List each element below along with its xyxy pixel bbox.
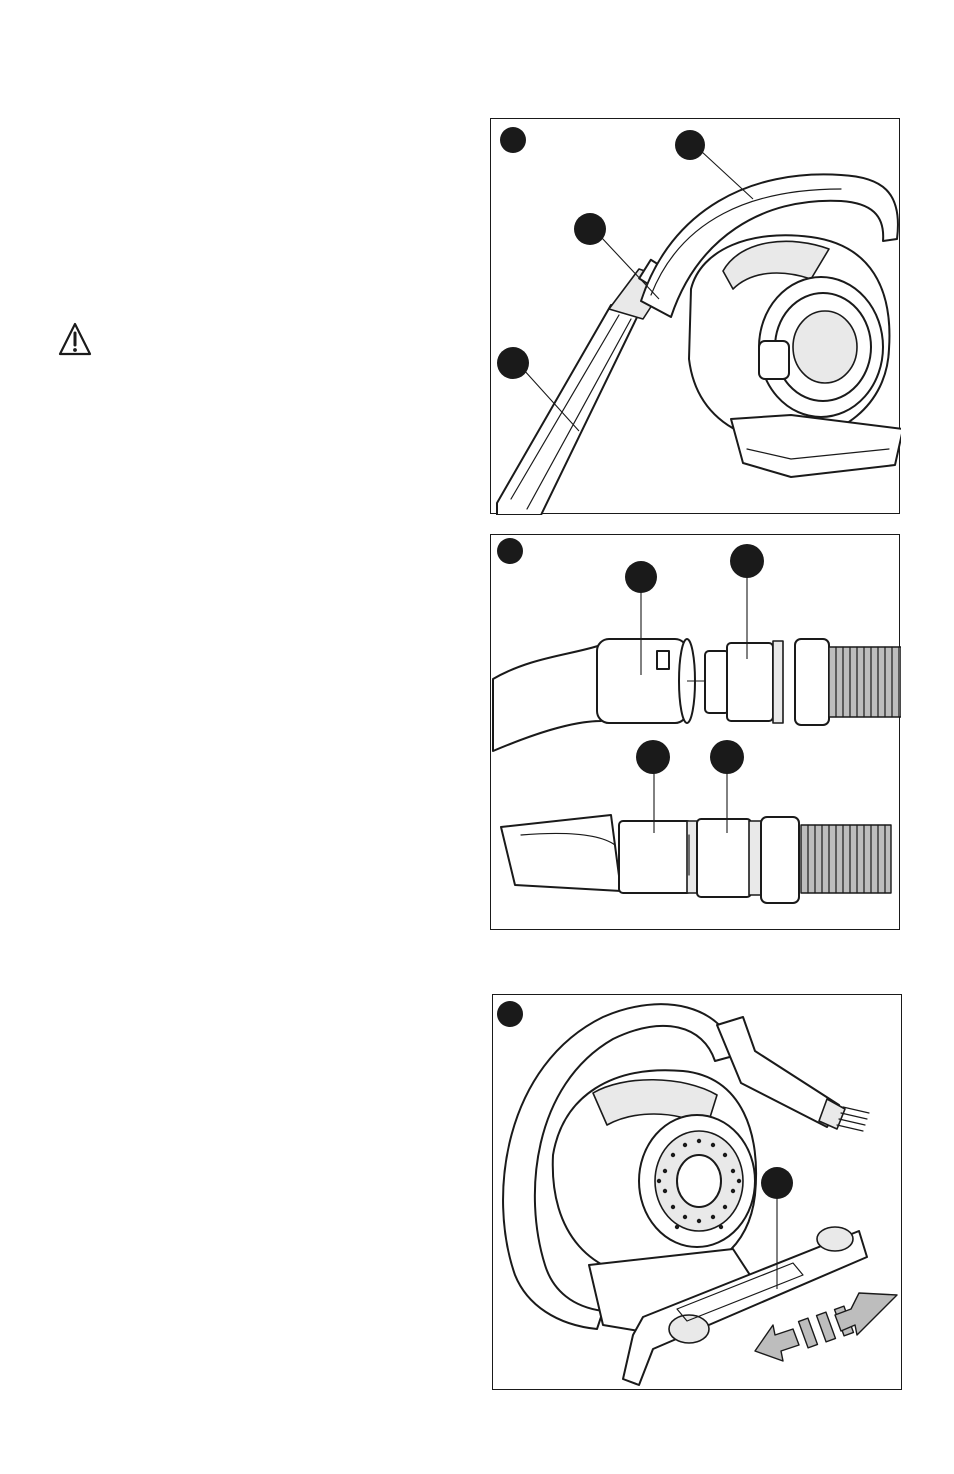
figure-1-panel	[490, 118, 900, 514]
callout-badge	[574, 213, 606, 245]
figure-1-illustration	[491, 119, 901, 515]
callout-badge	[636, 740, 670, 774]
figure-3-illustration	[493, 995, 903, 1391]
callout-badge	[497, 1001, 523, 1027]
callout-badge	[497, 538, 523, 564]
callout-badge	[500, 127, 526, 153]
warning-triangle-icon	[58, 322, 92, 358]
callout-badge	[710, 740, 744, 774]
figure-2-illustration	[491, 535, 901, 931]
callout-badge	[497, 347, 529, 379]
figure-2-panel	[490, 534, 900, 930]
figure-3-panel	[492, 994, 902, 1390]
callout-badge	[625, 561, 657, 593]
callout-badge	[761, 1167, 793, 1199]
callout-badge	[730, 544, 764, 578]
callout-badge	[675, 130, 705, 160]
